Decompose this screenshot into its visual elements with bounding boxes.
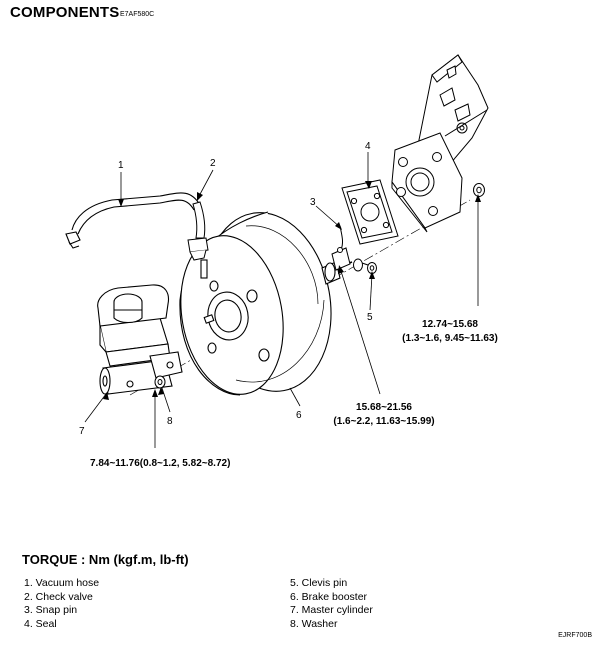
exploded-components-diagram: 1 2 3 4 5 6 7 8 12.74~15.68 (1.3~1.6, 9.… — [65, 54, 498, 469]
torque-mounting-nut-nm: 12.74~15.68 — [422, 319, 478, 330]
clevis-and-snap-pin — [331, 225, 351, 271]
callout-7: 7 — [79, 426, 85, 437]
mounting-washer-nut — [473, 183, 485, 197]
document-code: E7AF580C — [120, 11, 155, 18]
master-cylinder — [97, 284, 183, 395]
legend-item: 2. Check valve — [24, 590, 93, 603]
callout-2: 2 — [210, 158, 216, 169]
callout-4: 4 — [365, 141, 371, 152]
legend-item: 1. Vacuum hose — [24, 577, 100, 589]
callout-6: 6 — [296, 410, 302, 421]
callout-8: 8 — [167, 416, 173, 427]
assembly-centerline — [129, 199, 471, 396]
arrowheads — [103, 181, 481, 400]
parts-legend-right: 5. Clevis pin 6. Brake booster 7. Master… — [290, 577, 373, 631]
figure-id: EJRF700B — [558, 632, 592, 639]
legend-item: 5. Clevis pin — [290, 577, 348, 589]
legend-item: 6. Brake booster — [290, 590, 368, 603]
seal — [341, 179, 399, 245]
mounting-bracket — [391, 54, 489, 233]
page-title: COMPONENTS — [10, 4, 120, 21]
check-valve — [187, 201, 209, 261]
brake-booster — [179, 211, 353, 396]
torque-booster-nut-nm: 15.68~21.56 — [356, 402, 412, 413]
callout-3: 3 — [310, 197, 316, 208]
torque-master-cylinder-nut: 7.84~11.76(0.8~1.2, 5.82~8.72) — [90, 458, 230, 469]
washer — [154, 375, 166, 389]
callout-5: 5 — [367, 312, 373, 323]
callout-1: 1 — [118, 160, 124, 171]
torque-units-heading: TORQUE : Nm (kgf.m, lb-ft) — [22, 552, 189, 567]
parts-legend-left: 1. Vacuum hose 2. Check valve 3. Snap pi… — [24, 577, 99, 631]
legend-item: 8. Washer — [290, 617, 338, 630]
legend-item: 4. Seal — [24, 617, 57, 630]
legend-item: 7. Master cylinder — [290, 604, 373, 616]
torque-mounting-nut-imperial: (1.3~1.6, 9.45~11.63) — [402, 333, 498, 344]
legend-item: 3. Snap pin — [24, 604, 78, 616]
torque-booster-nut-imperial: (1.6~2.2, 11.63~15.99) — [333, 416, 434, 427]
clevis-pin — [353, 258, 377, 274]
vacuum-hose — [65, 192, 201, 249]
